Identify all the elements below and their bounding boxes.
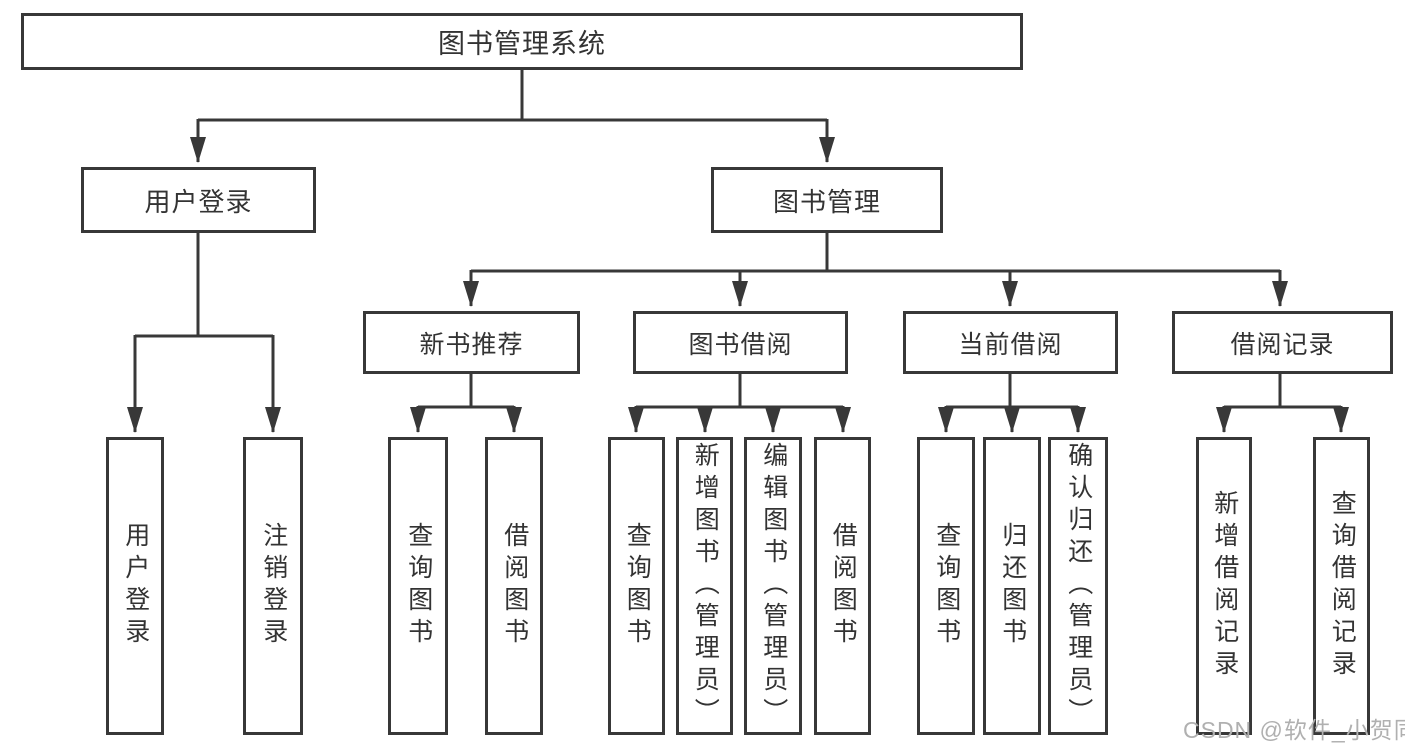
connector-current-split — [946, 374, 1078, 409]
connector-borrowing-split — [636, 374, 843, 409]
leaf-label: 借阅图书 — [500, 522, 529, 650]
leaf-edit-books-admin: 编辑图书（管理员） — [744, 437, 802, 735]
leaf-label: 归还图书 — [998, 522, 1027, 650]
leaf-label: 查询图书 — [404, 522, 433, 650]
leaf-user-login: 用户登录 — [106, 437, 164, 735]
leaf-query-books-recommend: 查询图书 — [388, 437, 448, 735]
connector-userlogin-split — [135, 232, 273, 338]
leaf-return-books: 归还图书 — [983, 437, 1041, 735]
leaf-label: 用户登录 — [121, 522, 150, 650]
connector-newbook-split — [418, 374, 514, 409]
node-book-borrowing: 图书借阅 — [633, 311, 848, 374]
leaf-label: 查询图书 — [623, 522, 652, 650]
leaf-confirm-return-admin: 确认归还（管理员） — [1048, 437, 1108, 735]
leaf-logout: 注销登录 — [243, 437, 303, 735]
node-library-system: 图书管理系统 — [21, 13, 1023, 70]
connector-root-split — [198, 69, 827, 122]
leaf-label: 查询借阅记录 — [1328, 490, 1357, 682]
leaf-label: 注销登录 — [259, 522, 288, 650]
node-new-book-recommend: 新书推荐 — [363, 311, 580, 374]
leaf-label: 借阅图书 — [829, 522, 858, 650]
leaf-label: 新增图书（管理员） — [691, 442, 720, 730]
leaf-label: 编辑图书（管理员） — [759, 442, 788, 730]
leaf-label: 确认归还（管理员） — [1064, 442, 1093, 730]
leaf-borrow-books-recommend: 借阅图书 — [485, 437, 543, 735]
leaf-query-books-current: 查询图书 — [917, 437, 975, 735]
leaf-add-borrow-record: 新增借阅记录 — [1196, 437, 1252, 735]
node-current-borrowing: 当前借阅 — [903, 311, 1118, 374]
leaf-add-books-admin: 新增图书（管理员） — [676, 437, 733, 735]
csdn-watermark: CSDN @软件_小贺同学 — [1183, 717, 1405, 743]
connector-records-split — [1224, 374, 1341, 409]
connector-bookmgmt-split — [471, 232, 1280, 273]
node-borrowing-records: 借阅记录 — [1172, 311, 1393, 374]
node-book-management: 图书管理 — [711, 167, 943, 233]
leaf-borrow-books-borrowing: 借阅图书 — [814, 437, 871, 735]
leaf-query-books-borrowing: 查询图书 — [608, 437, 665, 735]
leaf-label: 查询图书 — [932, 522, 961, 650]
leaf-query-borrow-record: 查询借阅记录 — [1313, 437, 1370, 735]
leaf-label: 新增借阅记录 — [1210, 490, 1239, 682]
node-user-login: 用户登录 — [81, 167, 316, 233]
